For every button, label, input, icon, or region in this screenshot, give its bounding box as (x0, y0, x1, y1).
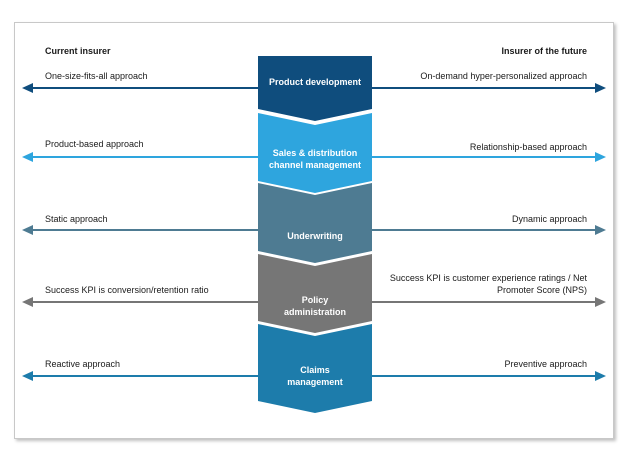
chevron-underwriting (258, 183, 372, 263)
right-label-product-development: On-demand hyper-personalized approach (420, 71, 587, 81)
chevron-product-development (258, 56, 372, 121)
left-label-sales-distribution: Product-based approach (45, 139, 144, 149)
stage-label-policy-administration: Policy administration (283, 295, 346, 317)
right-arrowhead-claims-management (595, 371, 606, 381)
stage-label-claims-management: Claims management (287, 365, 343, 387)
left-label-policy-administration: Success KPI is conversion/retention rati… (45, 285, 209, 295)
right-arrowhead-product-development (595, 83, 606, 93)
stage-label-product-development: Product development (268, 77, 361, 87)
left-arrowhead-underwriting (22, 225, 33, 235)
chevron-policy-administration (258, 254, 372, 333)
header-current-insurer: Current insurer (45, 46, 111, 56)
left-label-claims-management: Reactive approach (45, 359, 121, 369)
chevron-claims-management (258, 324, 372, 413)
right-label-underwriting: Dynamic approach (511, 214, 587, 224)
left-label-product-development: One-size-fits-all approach (45, 71, 148, 81)
left-arrowhead-sales-distribution (22, 152, 33, 162)
right-arrowhead-policy-administration (595, 297, 606, 307)
stage-label-sales-distribution: Sales & distribution channel management (268, 148, 362, 170)
right-arrowhead-sales-distribution (595, 152, 606, 162)
header-insurer-of-future: Insurer of the future (501, 46, 587, 56)
stage-label-underwriting: Underwriting (287, 231, 343, 241)
left-arrowhead-claims-management (22, 371, 33, 381)
chevron-sales-distribution (258, 113, 372, 193)
left-label-underwriting: Static approach (45, 214, 108, 224)
right-arrowhead-underwriting (595, 225, 606, 235)
right-label-sales-distribution: Relationship-based approach (469, 142, 587, 152)
right-label-claims-management: Preventive approach (504, 359, 587, 369)
left-arrowhead-policy-administration (22, 297, 33, 307)
left-arrowhead-product-development (22, 83, 33, 93)
right-label-policy-administration: Success KPI is customer experience ratin… (389, 273, 587, 295)
